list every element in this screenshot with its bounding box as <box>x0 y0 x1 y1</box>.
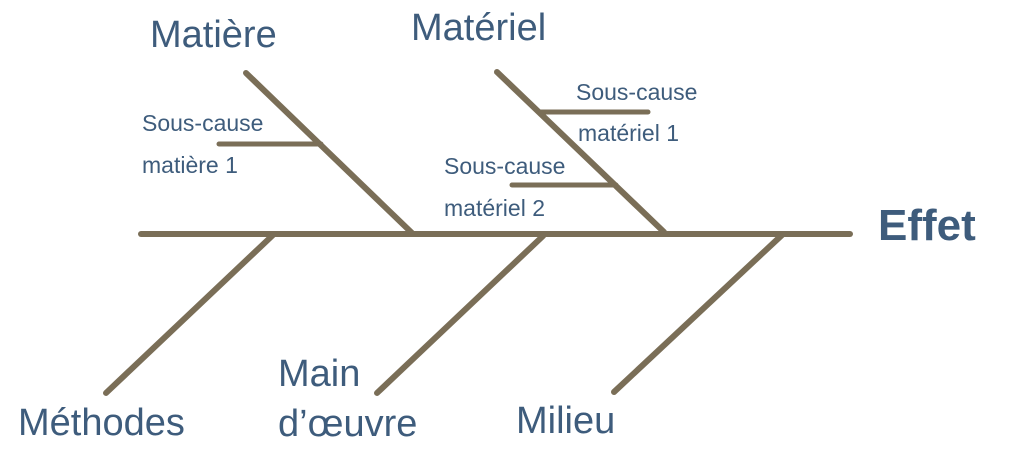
milieu-branch-line <box>611 232 785 395</box>
materiel-label: Matériel <box>411 7 547 49</box>
materiel-branch-line <box>494 69 667 235</box>
main-doeuvre-branch-line <box>374 233 546 396</box>
sous-cause-materiel-2-line1: Sous-cause <box>444 153 566 179</box>
main-doeuvre-label-line1: Main <box>278 353 361 395</box>
sous-cause-matiere-1-line1: Sous-cause <box>142 110 264 136</box>
methodes-label: Méthodes <box>18 402 185 444</box>
milieu-label: Milieu <box>516 400 616 442</box>
sous-cause-materiel-1-line2: matériel 1 <box>578 120 679 146</box>
methodes-branch-line <box>103 232 276 396</box>
sous-cause-matiere-1-line2: matière 1 <box>142 152 238 178</box>
effet-label: Effet <box>878 201 976 250</box>
matiere-label: Matière <box>150 14 277 56</box>
sous-cause-materiel-2-line2: matériel 2 <box>444 195 545 221</box>
matiere-branch-line <box>243 70 415 236</box>
sous-cause-materiel-1-line1: Sous-cause <box>576 79 698 105</box>
main-doeuvre-label-line2: d’œuvre <box>278 403 418 445</box>
